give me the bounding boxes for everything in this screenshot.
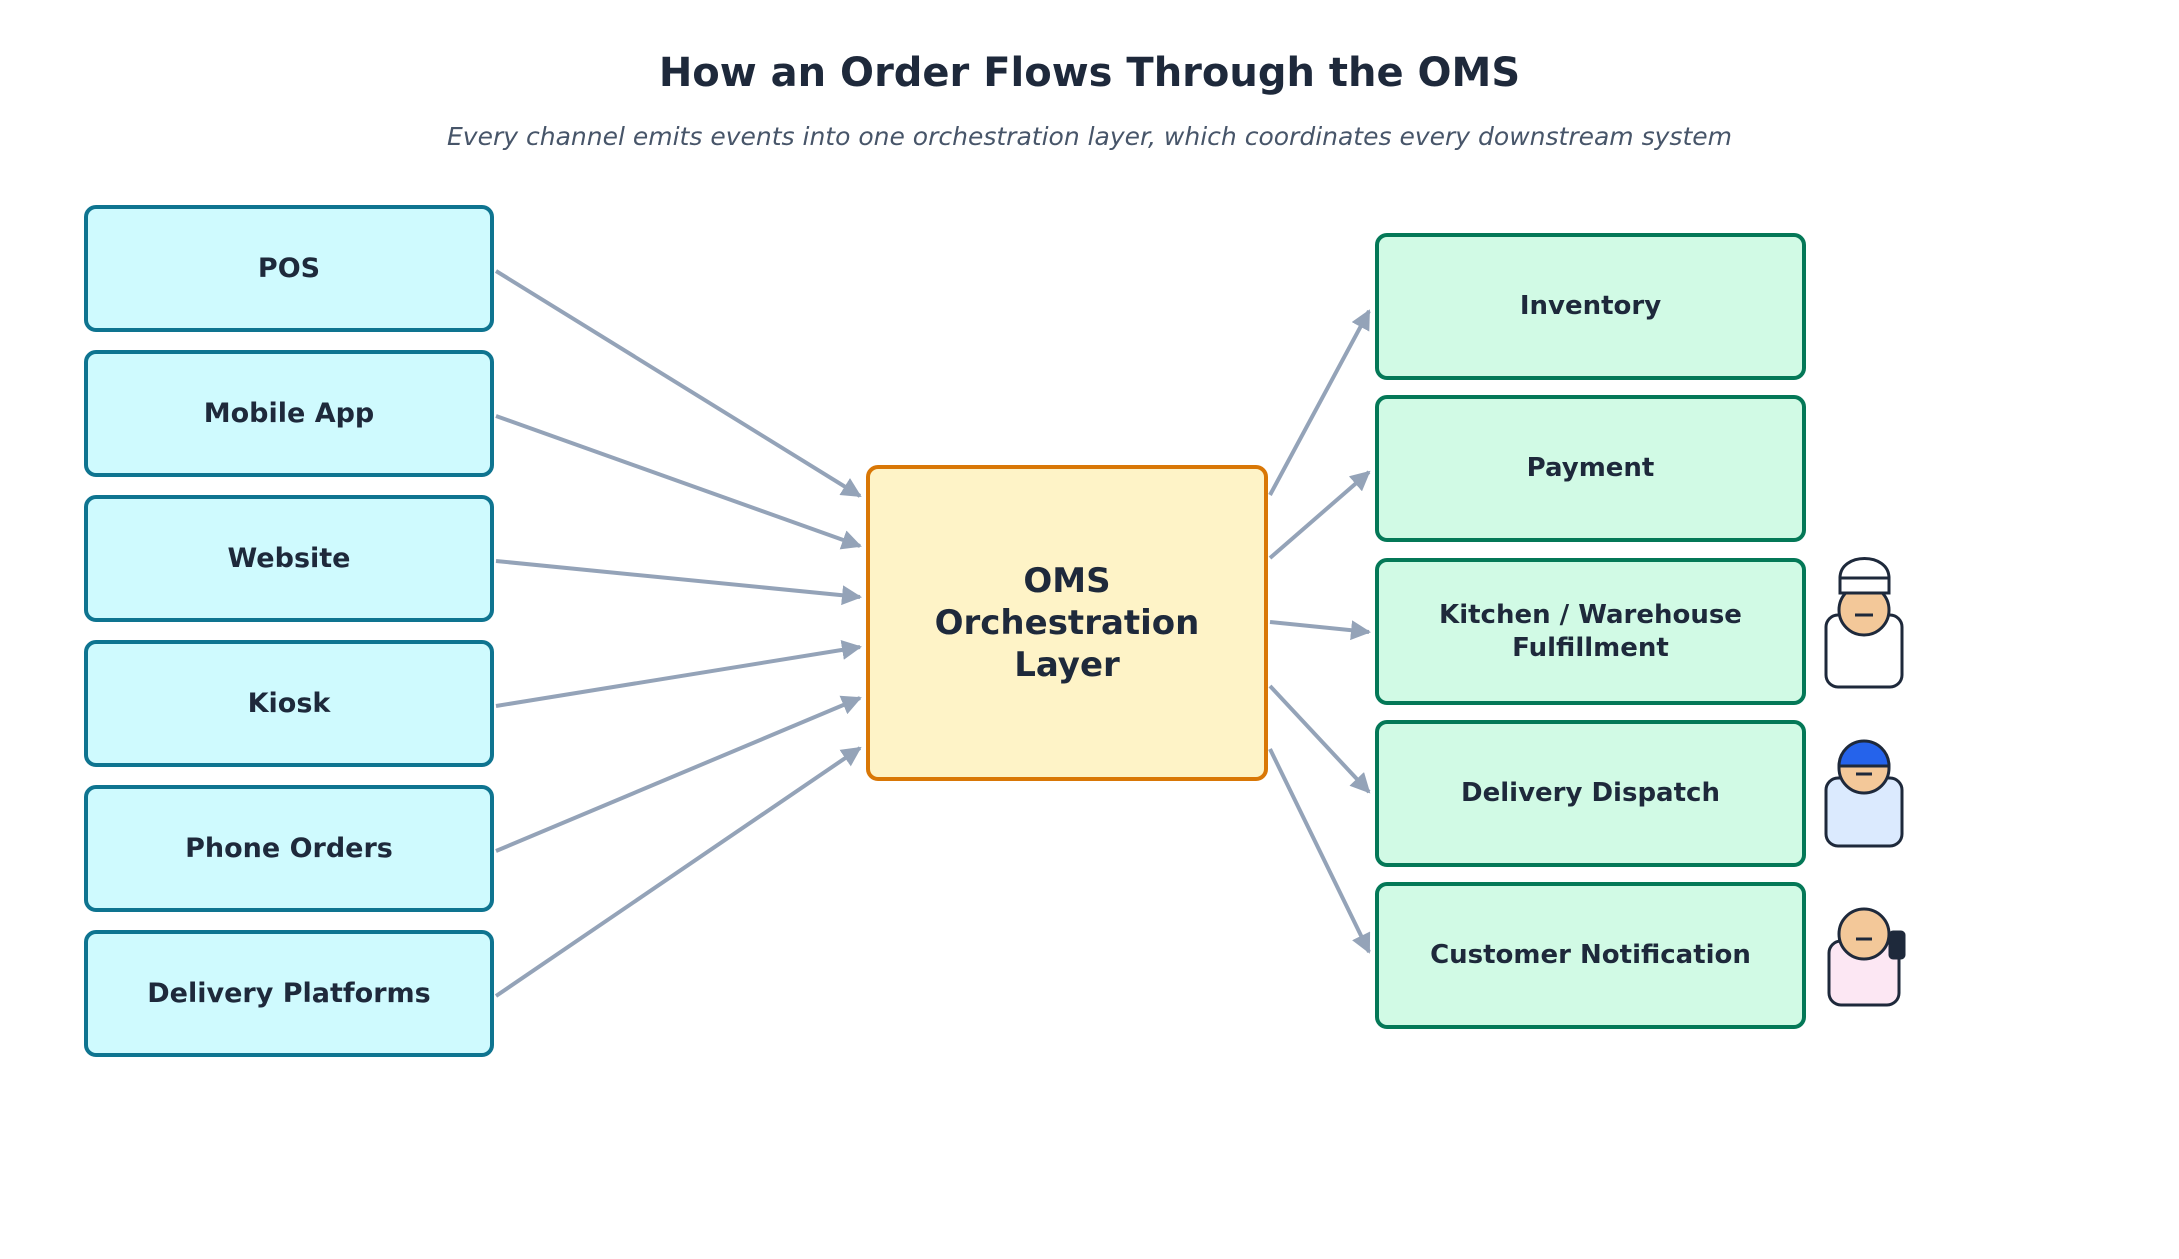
arrow-oms-to-inventory — [1268, 309, 1371, 496]
arrow-mobile-app-to-oms — [495, 414, 862, 550]
dest-payment: Payment — [1375, 395, 1806, 542]
chef-icon — [1824, 557, 1904, 689]
arrow-oms-to-payment — [1268, 470, 1371, 560]
source-website: Website — [84, 495, 494, 622]
arrow-website-to-oms — [495, 559, 862, 606]
dest-customer-notification: Customer Notification — [1375, 882, 1806, 1029]
customer-phone-icon — [1827, 907, 1906, 1007]
dest-label: Inventory — [1519, 291, 1662, 321]
source-delivery-platforms: Delivery Platforms — [84, 930, 494, 1057]
courier-icon — [1824, 739, 1904, 848]
arrow-pos-to-oms — [494, 269, 862, 498]
arrow-oms-to-fulfillment — [1269, 620, 1371, 641]
arrow-oms-to-customer-notification — [1268, 748, 1371, 954]
dest-fulfillment: Kitchen / Warehouse Fulfillment — [1375, 558, 1806, 705]
diagram-subtitle: Every channel emits events into one orch… — [447, 122, 1732, 151]
arrow-kiosk-to-oms — [495, 640, 862, 708]
dest-label: Kitchen / Warehouse Fulfillment — [1439, 599, 1742, 663]
source-pos: POS — [84, 205, 494, 332]
diagram-title: How an Order Flows Through the OMS — [658, 50, 1521, 96]
dest-label: Customer Notification — [1430, 940, 1751, 970]
dest-inventory: Inventory — [1375, 233, 1806, 380]
dest-label: Delivery Dispatch — [1461, 778, 1720, 808]
oms-orchestration-hub: OMS Orchestration Layer — [866, 465, 1268, 781]
source-label: Kiosk — [247, 688, 331, 719]
source-label: Mobile App — [203, 398, 375, 429]
arrow-phone-orders-to-oms — [495, 695, 862, 853]
source-phone-orders: Phone Orders — [84, 785, 494, 912]
source-label: Phone Orders — [185, 833, 393, 864]
dest-label: Payment — [1526, 453, 1655, 483]
source-label: POS — [257, 253, 321, 284]
hub-label: OMS Orchestration Layer — [934, 561, 1200, 685]
source-kiosk: Kiosk — [84, 640, 494, 767]
arrow-oms-to-delivery-dispatch — [1268, 684, 1371, 794]
source-label: Website — [227, 543, 351, 574]
dest-delivery-dispatch: Delivery Dispatch — [1375, 720, 1806, 867]
source-mobile-app: Mobile App — [84, 350, 494, 477]
source-label: Delivery Platforms — [147, 978, 431, 1009]
arrow-delivery-platforms-to-oms — [494, 746, 862, 998]
